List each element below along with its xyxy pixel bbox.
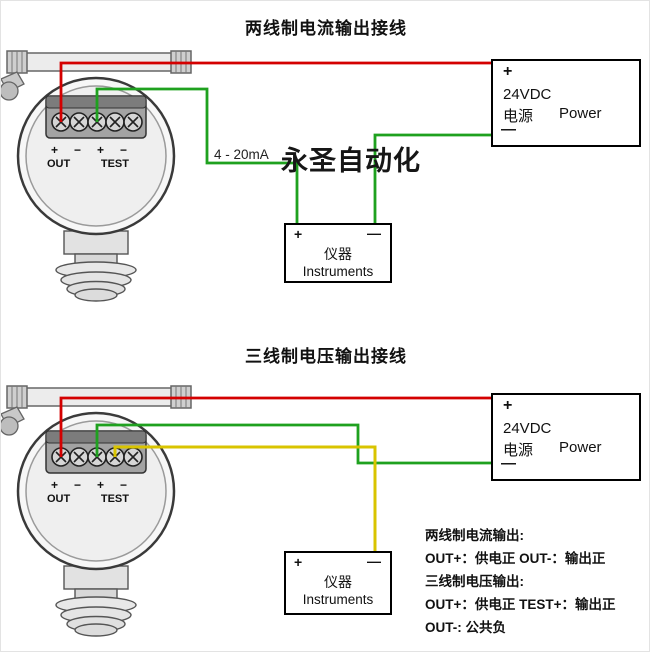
- transmitter-bottom: [1, 384, 193, 638]
- wiring-notes: 两线制电流输出: OUT+：供电正 OUT-：输出正 三线制电压输出: OUT+…: [425, 524, 616, 639]
- instrument-label-en: Instruments: [302, 264, 374, 279]
- power-label-en: Power: [559, 105, 602, 122]
- terminal-sign: −: [73, 143, 81, 157]
- test-terminal-label: TEST: [100, 493, 129, 505]
- out-terminal-label: OUT: [47, 158, 71, 170]
- instruments-box-bottom: + — 仪器 Instruments: [284, 551, 392, 615]
- power-label-cn: 电源: [503, 108, 534, 125]
- instrument-label-en: Instruments: [302, 592, 374, 607]
- instrument-label-cn: 仪器: [324, 574, 352, 590]
- terminal-sign: −: [73, 478, 81, 492]
- instruments-box-top: + — 仪器 Instruments: [284, 223, 392, 283]
- wire-green-top-return: [373, 133, 491, 224]
- signal-range-label: 4 - 20mA: [214, 147, 269, 162]
- watermark-text: 永圣自动化: [281, 146, 421, 176]
- wire-yellow-bottom: [113, 445, 377, 552]
- power-label-cn: 电源: [503, 442, 534, 459]
- note-line: 两线制电流输出:: [425, 528, 524, 543]
- wire-red-bottom: [59, 396, 491, 457]
- instrument-minus-terminal: —: [367, 225, 381, 241]
- terminal-signs-top: + − + −: [51, 143, 127, 157]
- terminal-sign: +: [96, 478, 104, 492]
- wire-red-top: [59, 61, 491, 122]
- terminal-signs-bottom: + − + −: [51, 478, 127, 492]
- instrument-plus-terminal: +: [294, 226, 303, 242]
- wire-green-bottom: [95, 423, 491, 465]
- out-terminal-label: OUT: [47, 493, 71, 505]
- terminal-sign: +: [96, 143, 104, 157]
- power-plus-terminal: +: [503, 63, 513, 80]
- note-line: 三线制电压输出:: [425, 574, 524, 589]
- test-terminal-label: TEST: [100, 158, 129, 170]
- instrument-plus-terminal: +: [294, 554, 303, 570]
- terminal-sign: +: [51, 143, 59, 157]
- instrument-minus-terminal: —: [367, 553, 381, 569]
- instrument-label-cn: 仪器: [324, 246, 352, 262]
- power-plus-terminal: +: [503, 397, 513, 414]
- power-supply-box-bottom: + 24VDC 电源 Power —: [491, 393, 641, 481]
- power-minus-terminal: —: [501, 121, 516, 138]
- note-line: OUT-: 公共负: [425, 620, 506, 635]
- terminal-sign: +: [51, 478, 59, 492]
- note-line: OUT+：供电正 TEST+：输出正: [425, 597, 616, 612]
- terminal-names-top: OUT TEST: [47, 158, 129, 170]
- power-voltage-label: 24VDC: [503, 86, 552, 103]
- note-line: OUT+：供电正 OUT-：输出正: [425, 551, 606, 566]
- bottom-section-title: 三线制电压输出接线: [245, 347, 407, 366]
- terminal-names-bottom: OUT TEST: [47, 493, 129, 505]
- top-section-title: 两线制电流输出接线: [245, 19, 407, 38]
- terminal-sign: −: [119, 143, 127, 157]
- power-minus-terminal: —: [501, 455, 516, 472]
- power-voltage-label: 24VDC: [503, 420, 552, 437]
- wire-green-top-signal: [95, 87, 299, 224]
- power-label-en: Power: [559, 439, 602, 456]
- power-supply-box-top: + 24VDC 电源 Power —: [491, 59, 641, 147]
- terminal-sign: −: [119, 478, 127, 492]
